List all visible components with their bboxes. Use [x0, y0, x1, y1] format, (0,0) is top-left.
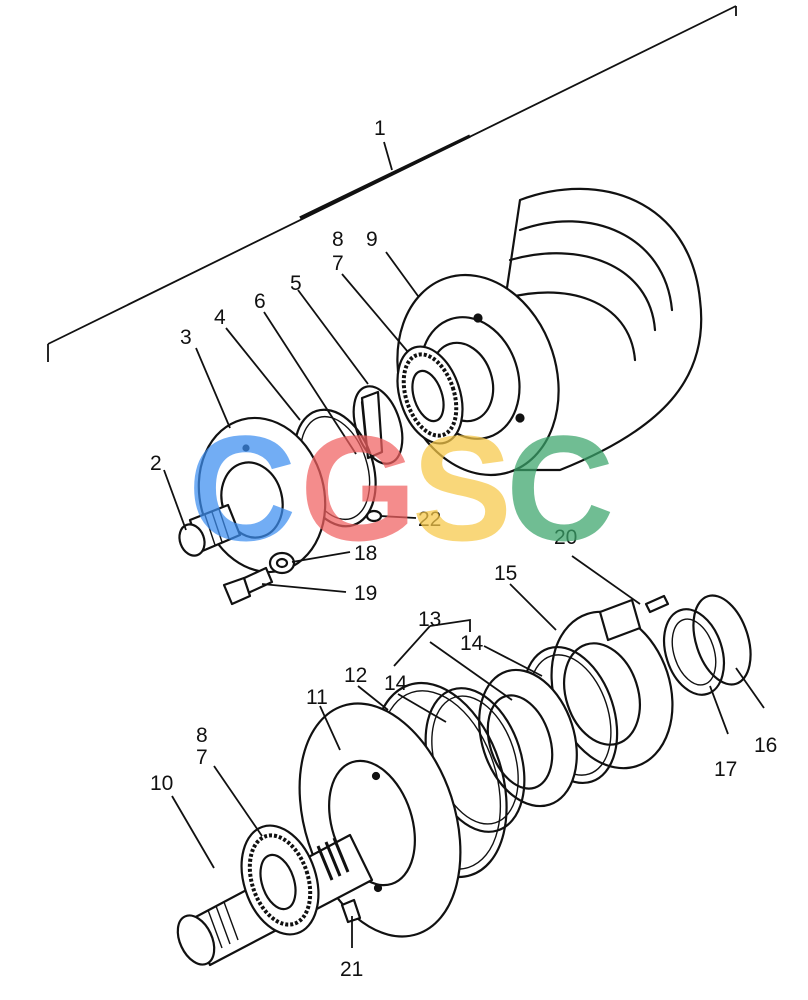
key-part-6: [360, 390, 384, 460]
bearing-part-7-8-upper: [396, 345, 464, 445]
callout-labels: 1 2 3 4 5 6 7 8 9 7 8 10 11 12 13 14 14 …: [150, 117, 777, 981]
callout-17: 17: [714, 758, 737, 781]
watermark-letter-c1: C: [188, 404, 296, 572]
snap-ring-part-16: [692, 594, 752, 686]
stub-shaft-part-2: [178, 503, 242, 557]
callout-13: 13: [418, 608, 441, 631]
callout-1: 1: [374, 117, 386, 140]
watermark-letter-c2: C: [506, 404, 614, 572]
seal-ring-part-17: [663, 608, 725, 696]
callout-8-upper: 8: [332, 228, 344, 251]
bolt-part-19: [222, 566, 274, 606]
callout-12: 12: [344, 664, 367, 687]
callout-18: 18: [354, 542, 377, 565]
bearing-part-7-8-lower: [240, 824, 320, 936]
callout-16: 16: [754, 734, 777, 757]
watermark-letter-s: S: [412, 404, 512, 572]
callout-7-lower: 7: [196, 746, 208, 769]
callout-10: 10: [150, 772, 173, 795]
callout-8-lower: 8: [196, 724, 208, 747]
callout-21: 21: [340, 958, 363, 981]
callout-19: 19: [354, 582, 377, 605]
callout-9: 9: [366, 228, 378, 251]
callout-15: 15: [494, 562, 517, 585]
watermark-logo: C G S C: [188, 404, 614, 572]
callout-2: 2: [150, 452, 162, 475]
callout-20: 20: [554, 526, 577, 549]
callout-3: 3: [180, 326, 192, 349]
callout-6: 6: [254, 290, 266, 313]
seal-assembly-part-13: [478, 668, 578, 808]
callout-7-upper: 7: [332, 252, 344, 275]
pin-part-21: [340, 898, 362, 924]
washer-part-18: [268, 551, 296, 575]
assembly-bracket-1: [47, 5, 737, 362]
callout-4: 4: [214, 306, 226, 329]
callout-5: 5: [290, 272, 302, 295]
leader-lines: [163, 251, 765, 948]
callout-11: 11: [306, 686, 328, 709]
callout-14-right: 14: [460, 632, 484, 655]
watermark-letter-g: G: [300, 404, 417, 572]
callout-14-left: 14: [384, 672, 408, 695]
callout-22: 22: [418, 508, 441, 531]
pin-part-20: [644, 594, 670, 614]
